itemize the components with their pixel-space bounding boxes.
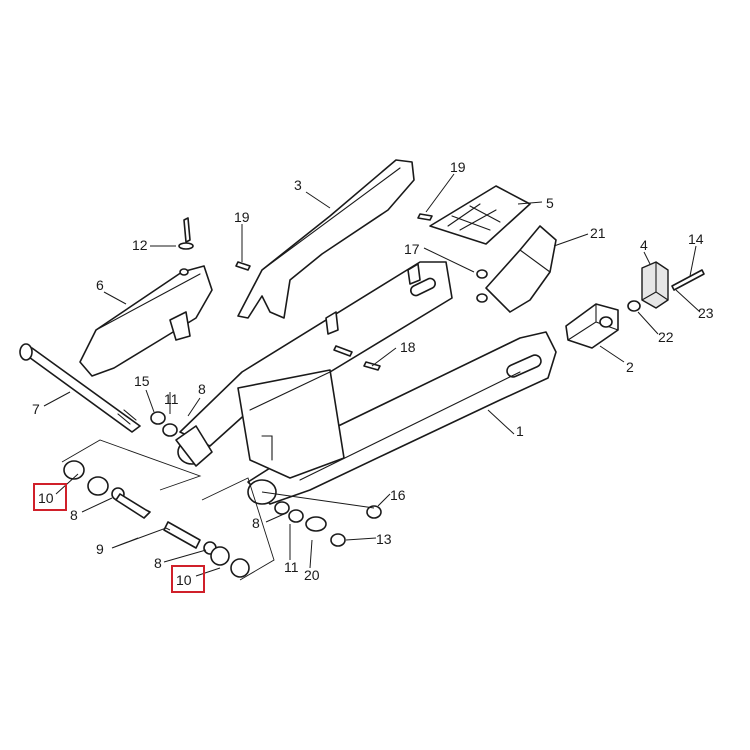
callout-16: 16 <box>390 487 406 503</box>
callout-9: 9 <box>96 541 104 557</box>
callout-8-top: 8 <box>198 381 206 397</box>
callout-2: 2 <box>626 359 634 375</box>
highlight-box-10-left <box>33 483 67 511</box>
callout-3: 3 <box>294 177 302 193</box>
chain-guard-upper <box>237 159 415 319</box>
callout-10-right: 10 <box>176 572 192 588</box>
callout-21: 21 <box>590 225 606 241</box>
callout-11-top: 11 <box>164 391 179 407</box>
callout-18: 18 <box>400 339 416 355</box>
bearings-right <box>163 501 346 578</box>
callout-8-left: 8 <box>70 507 78 523</box>
callout-12: 12 <box>132 237 148 253</box>
callout-15: 15 <box>134 373 150 389</box>
chain-tensioner <box>641 261 669 309</box>
chain-slider <box>79 265 213 377</box>
callout-8-bottom: 8 <box>154 555 162 571</box>
callout-17: 17 <box>404 241 420 257</box>
callout-labels: 1 2 3 4 5 6 7 8 8 8 8 9 10 10 11 11 12 1… <box>32 159 714 588</box>
callout-13: 13 <box>376 531 392 547</box>
pivot-bolt <box>19 343 141 433</box>
mudguard-plate <box>485 225 557 313</box>
callout-22: 22 <box>658 329 674 345</box>
callout-7: 7 <box>32 401 40 417</box>
callout-6: 6 <box>96 277 104 293</box>
callout-19-left: 19 <box>234 209 250 225</box>
callout-10-left: 10 <box>38 490 54 506</box>
callout-19-right: 19 <box>450 159 466 175</box>
callout-11-bottom: 11 <box>284 559 299 575</box>
callout-1: 1 <box>516 423 524 439</box>
callout-8-mid: 8 <box>252 515 260 531</box>
callout-5: 5 <box>546 195 554 211</box>
callout-14: 14 <box>688 231 704 247</box>
callout-23: 23 <box>698 305 714 321</box>
guide-lines <box>61 439 375 581</box>
callout-4: 4 <box>640 237 648 253</box>
guard-plate <box>429 185 531 245</box>
callout-20: 20 <box>304 567 320 583</box>
swingarm-part <box>175 261 557 505</box>
bearings-left <box>63 411 178 519</box>
highlight-box-10-right <box>171 565 205 593</box>
leader-lines <box>43 173 701 577</box>
chain-adjuster-block <box>565 303 619 349</box>
